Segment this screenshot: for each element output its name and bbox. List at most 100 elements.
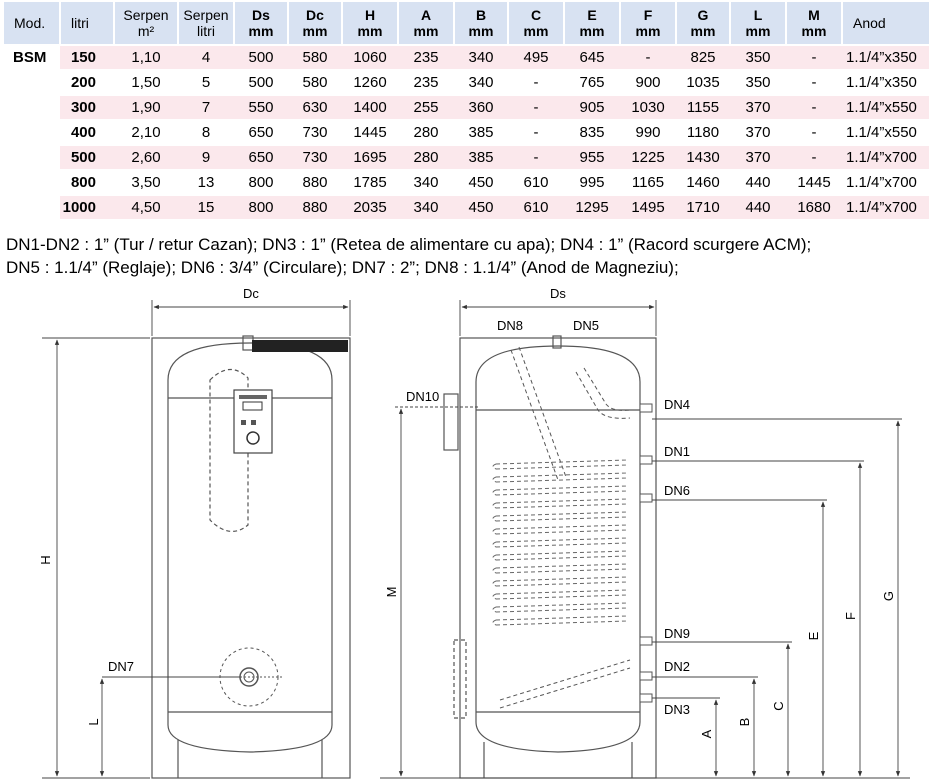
side-nozzles — [639, 403, 653, 703]
table-cell: 5 — [178, 69, 234, 95]
table-cell: - — [508, 69, 564, 95]
e-label: E — [806, 631, 821, 640]
table-cell: 440 — [730, 169, 786, 195]
table-cell: 1180 — [676, 119, 730, 145]
table-cell: 1225 — [620, 144, 676, 170]
table-cell: 385 — [454, 119, 508, 145]
table-cell: 9 — [178, 144, 234, 170]
dn10-label: DN10 — [406, 389, 439, 404]
dn8-label: DN8 — [497, 318, 523, 333]
front-view-dimensions — [42, 300, 351, 779]
table-cell: 1695 — [342, 144, 398, 170]
inner-tank-outline — [167, 342, 333, 753]
table-cell: 610 — [508, 169, 564, 195]
dn6-nozzle — [639, 493, 653, 503]
anode-and-pipes — [499, 346, 631, 709]
coil-loop — [492, 550, 629, 561]
table-cell: - — [508, 144, 564, 170]
table-cell: 1430 — [676, 144, 730, 170]
table-cell: 4,50 — [114, 194, 178, 219]
table-cell: 1165 — [620, 169, 676, 195]
dn4-label: DN4 — [664, 397, 690, 412]
a-label: A — [699, 729, 714, 738]
table-cell: 1000 — [60, 194, 114, 219]
dn3-label: DN3 — [664, 702, 690, 717]
table-cell: 1400 — [342, 94, 398, 120]
table-cell: 370 — [730, 94, 786, 120]
dn5-label: DN5 — [573, 318, 599, 333]
section-view-dimensions — [380, 300, 910, 779]
table-cell: 1680 — [786, 194, 842, 219]
table-cell: 1.1/4”x550 — [842, 119, 929, 145]
connection-notes-line-2: DN5 : 1.1/4” (Reglaje); DN6 : 3/4” (Circ… — [6, 258, 679, 277]
dn9-nozzle — [639, 636, 653, 646]
table-cell: 8 — [178, 119, 234, 145]
insulation-band — [252, 340, 348, 352]
connection-notes-line-1: DN1-DN2 : 1” (Tur / retur Cazan); DN3 : … — [6, 235, 812, 254]
table-cell: 1445 — [786, 169, 842, 195]
table-cell: 1155 — [676, 94, 730, 120]
control-panel — [233, 389, 273, 454]
table-cell: 645 — [564, 44, 620, 70]
dn1-nozzle — [639, 455, 653, 465]
model-cell — [3, 119, 60, 145]
table-cell: 955 — [564, 144, 620, 170]
coil-loop — [492, 524, 629, 535]
table-cell: 235 — [398, 44, 454, 70]
table-cell: - — [508, 119, 564, 145]
table-cell: 1.1/4”x350 — [842, 44, 929, 70]
table-cell: 13 — [178, 169, 234, 195]
table-cell: 200 — [60, 69, 114, 95]
table-cell: 1030 — [620, 94, 676, 120]
table-cell: 800 — [234, 194, 288, 219]
table-cell: 1460 — [676, 169, 730, 195]
table-cell: 280 — [398, 144, 454, 170]
header-anod: Anod — [841, 2, 929, 45]
table-cell: 800 — [60, 169, 114, 195]
table-cell: 825 — [676, 44, 730, 70]
table-cell: 1.1/4”x350 — [842, 69, 929, 95]
table-cell: 630 — [288, 94, 342, 120]
table-cell: 340 — [454, 44, 508, 70]
table-cell: 730 — [288, 144, 342, 170]
coil-loop — [492, 498, 629, 509]
table-cell: 1.1/4”x550 — [842, 94, 929, 120]
dn5-nozzle — [552, 335, 562, 349]
table-cell: 440 — [730, 194, 786, 219]
table-cell: 340 — [398, 194, 454, 219]
table-cell: 1.1/4”x700 — [842, 169, 929, 195]
thermostat-display-icon — [242, 401, 263, 411]
table-cell: 7 — [178, 94, 234, 120]
table-cell: 995 — [564, 169, 620, 195]
dn9-flange-side — [453, 639, 467, 719]
dn7-label: DN7 — [108, 659, 134, 674]
table-cell: 15 — [178, 194, 234, 219]
table-cell: 1,90 — [114, 94, 178, 120]
table-cell: - — [620, 44, 676, 70]
l-label: L — [86, 718, 101, 725]
coil-loop — [492, 511, 629, 522]
dn6-label: DN6 — [664, 483, 690, 498]
magnesium-anode — [510, 346, 567, 481]
model-cell — [3, 69, 60, 95]
dn2-nozzle — [639, 671, 653, 681]
table-cell: 730 — [288, 119, 342, 145]
table-cell: 2035 — [342, 194, 398, 219]
table-cell: 400 — [60, 119, 114, 145]
h-label: H — [38, 555, 53, 564]
table-cell: - — [786, 144, 842, 170]
c-label: C — [771, 701, 786, 710]
table-cell: 340 — [454, 69, 508, 95]
dn3-nozzle — [639, 693, 653, 703]
